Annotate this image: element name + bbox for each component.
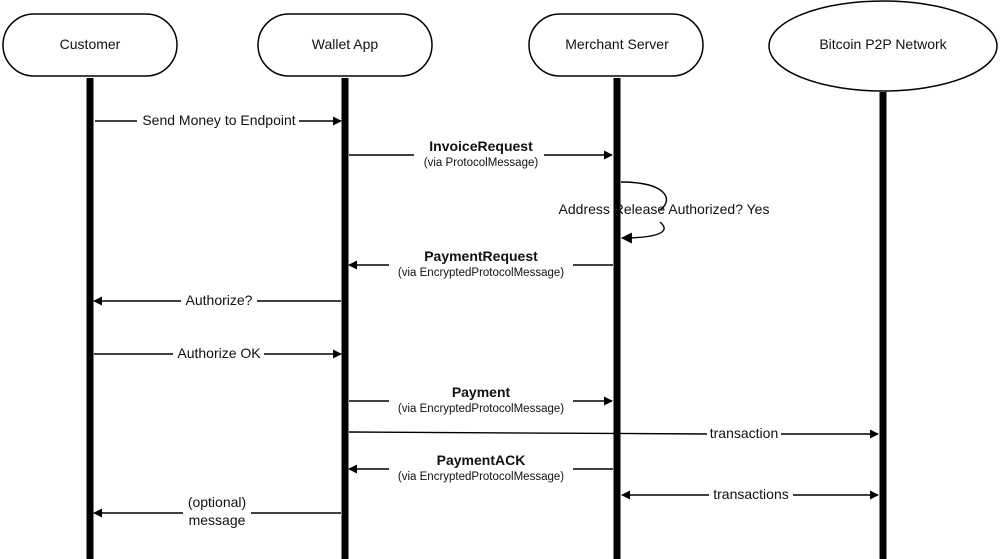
message-invoice-request: InvoiceRequest (via ProtocolMessage)	[349, 138, 613, 169]
message-payment-ack: PaymentACK (via EncryptedProtocolMessage…	[348, 452, 613, 483]
message-transactions: transactions	[621, 486, 879, 502]
message-label: PaymentACK	[437, 452, 526, 468]
message-authorize-question: Authorize?	[93, 292, 341, 308]
actor-label: Wallet App	[312, 36, 379, 52]
message-optional: (optional) message	[93, 494, 341, 528]
message-transaction: transaction	[348, 425, 879, 441]
message-authorize-ok: Authorize OK	[94, 345, 342, 361]
message-label: Address Release Authorized? Yes	[559, 201, 770, 217]
actor-bitcoin-network: Bitcoin P2P Network	[768, 0, 998, 92]
message-label: Payment	[452, 384, 511, 400]
lifelines	[86, 78, 887, 559]
message-sublabel: (via EncryptedProtocolMessage)	[398, 403, 564, 415]
actor-label: Customer	[60, 36, 121, 52]
message-label: Authorize OK	[177, 345, 261, 361]
message-address-release: Address Release Authorized? Yes	[559, 181, 770, 244]
message-sublabel: message	[189, 512, 246, 528]
message-payment: Payment (via EncryptedProtocolMessage)	[349, 384, 613, 415]
message-label: (optional)	[188, 494, 246, 510]
message-sublabel: (via ProtocolMessage)	[424, 157, 539, 169]
message-label: Send Money to Endpoint	[142, 112, 295, 128]
message-label: transaction	[710, 425, 778, 441]
message-label: Authorize?	[186, 292, 253, 308]
actor-label: Merchant Server	[565, 36, 669, 52]
message-sublabel: (via EncryptedProtocolMessage)	[398, 267, 564, 279]
message-label: PaymentRequest	[424, 248, 538, 264]
actor-label: Bitcoin P2P Network	[819, 36, 947, 52]
message-payment-request: PaymentRequest (via EncryptedProtocolMes…	[348, 248, 613, 279]
message-label: InvoiceRequest	[429, 138, 533, 154]
actor-merchant-server: Merchant Server	[528, 13, 704, 77]
message-label: transactions	[713, 486, 788, 502]
message-sublabel: (via EncryptedProtocolMessage)	[398, 471, 564, 483]
message-send-money: Send Money to Endpoint	[95, 112, 342, 128]
actor-customer: Customer	[2, 13, 178, 77]
actor-wallet-app: Wallet App	[257, 13, 433, 77]
